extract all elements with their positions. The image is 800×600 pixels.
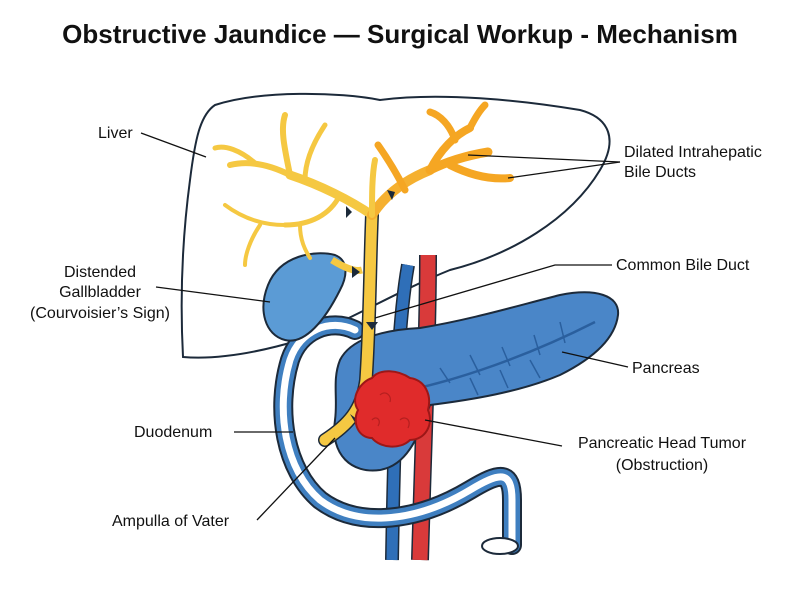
tumor-texture [371, 392, 410, 429]
label-common-bile-duct: Common Bile Duct [616, 257, 750, 274]
left-intrahepatic-ducts [212, 112, 377, 267]
duodenum-lumen [279, 322, 516, 549]
pancreatic-duct-branches [439, 321, 566, 396]
label-tumor-line2: (Obstruction) [616, 457, 708, 474]
diagram-title: Obstructive Jaundice — Surgical Workup -… [62, 19, 738, 49]
label-ampulla: Ampulla of Vater [112, 513, 230, 530]
leader-lines [140, 132, 629, 521]
right-dilated-intrahepatic-ducts [367, 101, 514, 220]
label-tumor-line1: Pancreatic Head Tumor [578, 435, 747, 452]
pancreatic-head-tumor [354, 370, 431, 448]
label-gallbladder-line3: (Courvoisier’s Sign) [30, 305, 170, 322]
duodenum-opening [481, 537, 519, 555]
label-gallbladder-line2: Gallbladder [59, 284, 142, 301]
label-duodenum: Duodenum [134, 424, 212, 441]
label-gallbladder-line1: Distended [64, 264, 136, 281]
label-pancreas: Pancreas [632, 360, 700, 377]
common-bile-duct [319, 209, 378, 446]
label-dilated-ducts-line1: Dilated Intrahepatic [624, 144, 762, 161]
label-liver: Liver [98, 125, 133, 142]
label-dilated-ducts-line2: Bile Ducts [624, 164, 696, 181]
bile-flow-arrows [346, 190, 395, 426]
gallbladder [262, 252, 347, 342]
cystic-duct [330, 257, 363, 274]
